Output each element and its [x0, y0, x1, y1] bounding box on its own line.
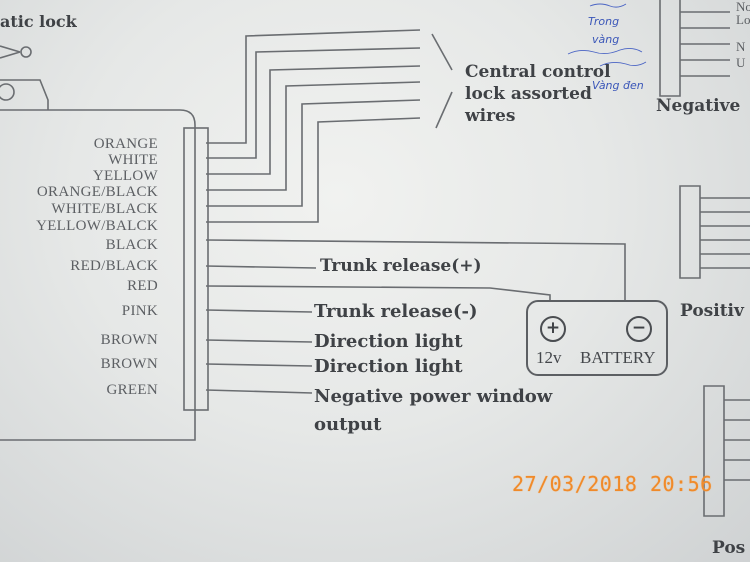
wire-orange — [206, 29, 421, 144]
timestamp: 27/03/2018 20:56 — [512, 472, 713, 496]
wire-red-black — [205, 265, 317, 269]
handwriting-2: vàng — [592, 33, 620, 46]
bracket-top — [431, 33, 453, 71]
right-low-connector — [703, 385, 725, 517]
wire-black — [205, 239, 626, 300]
lock-motor-circle — [0, 83, 15, 101]
central-lock-line3: wires — [465, 106, 516, 126]
wire-yellow-black — [206, 117, 421, 223]
wire-label-red-black: RED/BLACK — [70, 258, 158, 274]
lock-label: atic lock — [0, 12, 77, 31]
right-label-top3: N — [736, 39, 746, 54]
wire-label-pink: PINK — [121, 303, 158, 319]
wire-label-white-black: WHITE/BLACK — [51, 201, 158, 217]
bracket-bottom — [435, 91, 453, 129]
wire-brown-2 — [205, 363, 313, 367]
right-top-connector — [659, 0, 681, 97]
power-window-line2: output — [314, 414, 382, 435]
central-lock-line1: Central control — [465, 62, 611, 82]
wire-label-white: WHITE — [108, 152, 158, 168]
handwriting-3: Vàng đen — [592, 79, 644, 92]
wire-label-green: GREEN — [106, 382, 158, 398]
wire-label-brown-1: BROWN — [100, 332, 158, 348]
battery-box: + − 12v BATTERY — [526, 300, 668, 376]
direction-light-1: Direction light — [314, 331, 463, 352]
central-lock-line2: lock assorted — [465, 84, 592, 104]
lock-motor — [0, 79, 49, 110]
module-outline — [0, 109, 196, 441]
battery-plus-icon: + — [540, 316, 566, 342]
wire-pink — [205, 309, 313, 313]
wire-label-black: BLACK — [105, 237, 158, 253]
wire-green — [205, 389, 313, 394]
lock-symbol — [0, 45, 21, 59]
connector-block — [183, 127, 209, 411]
wire-label-red: RED — [127, 278, 158, 294]
wire-label-orange-black: ORANGE/BLACK — [36, 184, 158, 200]
right-label-top2: Lo — [736, 12, 750, 27]
handwriting-scribbles — [567, 3, 647, 67]
handwriting-1: Trong — [588, 15, 620, 28]
wire-red — [205, 285, 551, 300]
wire-white-black — [206, 99, 421, 207]
trunk-release-positive: Trunk release(+) — [320, 256, 482, 276]
wire-label-orange: ORANGE — [93, 136, 158, 152]
right-mid-connector — [679, 185, 701, 279]
wire-yellow — [206, 65, 421, 175]
negative-label: Negative — [656, 96, 741, 116]
battery-label: BATTERY — [580, 348, 656, 367]
battery-minus-icon: − — [626, 316, 652, 342]
wire-label-brown-2: BROWN — [100, 356, 158, 372]
trunk-release-negative: Trunk release(-) — [314, 301, 478, 322]
direction-light-2: Direction light — [314, 356, 463, 377]
right-label-top1: No — [736, 0, 750, 14]
wire-label-yellow: YELLOW — [92, 168, 158, 184]
power-window-line1: Negative power window — [314, 386, 553, 407]
wire-white — [206, 47, 421, 159]
positive-label: Positiv — [680, 301, 744, 321]
wire-brown-1 — [205, 339, 313, 343]
wire-orange-black — [206, 81, 421, 191]
wire-label-yellow-black: YELLOW/BALCK — [36, 218, 158, 234]
battery-voltage: 12v — [536, 348, 562, 367]
bottom-right-label: Pos — [712, 538, 746, 558]
right-label-top4: U — [736, 55, 746, 70]
